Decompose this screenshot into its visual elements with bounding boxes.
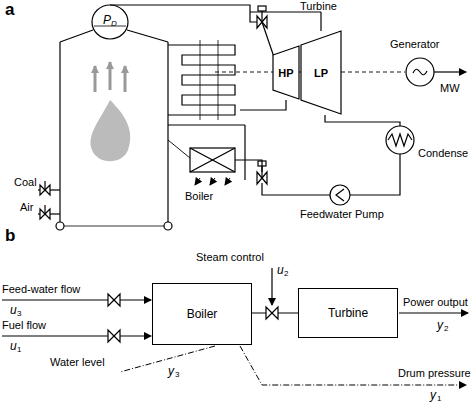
panel-letter: a (5, 0, 14, 20)
output-label: MW (440, 82, 460, 95)
node-text: Turbine (328, 306, 368, 320)
hp-turbine: HP (272, 45, 300, 100)
subscript: 3 (175, 370, 179, 379)
signal-symbol: u (10, 303, 17, 317)
signal-symbol: u (277, 263, 284, 277)
input-label: Air (20, 201, 33, 214)
part-name: Feedwater Pump (300, 208, 384, 221)
subscript: D (111, 19, 117, 28)
boiler-box: Boiler (152, 283, 252, 345)
signal-symbol: y (437, 318, 443, 332)
subscript: 1 (437, 394, 441, 403)
node-text: HP (278, 67, 293, 79)
signal-symbol: y (168, 364, 174, 378)
signal-name: Steam control (196, 251, 264, 264)
signal-name: Feed-water flow (2, 283, 80, 296)
part-name: Boiler (185, 190, 213, 203)
subscript: 2 (444, 324, 448, 333)
signal-name: Water level (50, 356, 105, 369)
subscript: 1 (17, 345, 21, 354)
signal-symbol: u (10, 339, 17, 353)
part-name: Condense (418, 147, 468, 160)
variable-symbol: P (103, 13, 111, 27)
subscript: 3 (17, 309, 21, 318)
input-label: Coal (14, 176, 37, 189)
panel-letter: b (5, 226, 15, 246)
signal-name: Drum pressure (398, 367, 471, 380)
node-text: Boiler (187, 307, 218, 321)
part-name: Generator (390, 38, 440, 51)
signal-name: Fuel flow (2, 319, 46, 332)
turbine-box: Turbine (298, 288, 398, 338)
signal-name: Power output (403, 296, 468, 309)
lp-turbine: LP (300, 30, 342, 115)
node-text: LP (314, 67, 328, 79)
signal-symbol: y (430, 388, 436, 402)
part-name: Turbine (300, 0, 337, 13)
subscript: 2 (284, 269, 288, 278)
